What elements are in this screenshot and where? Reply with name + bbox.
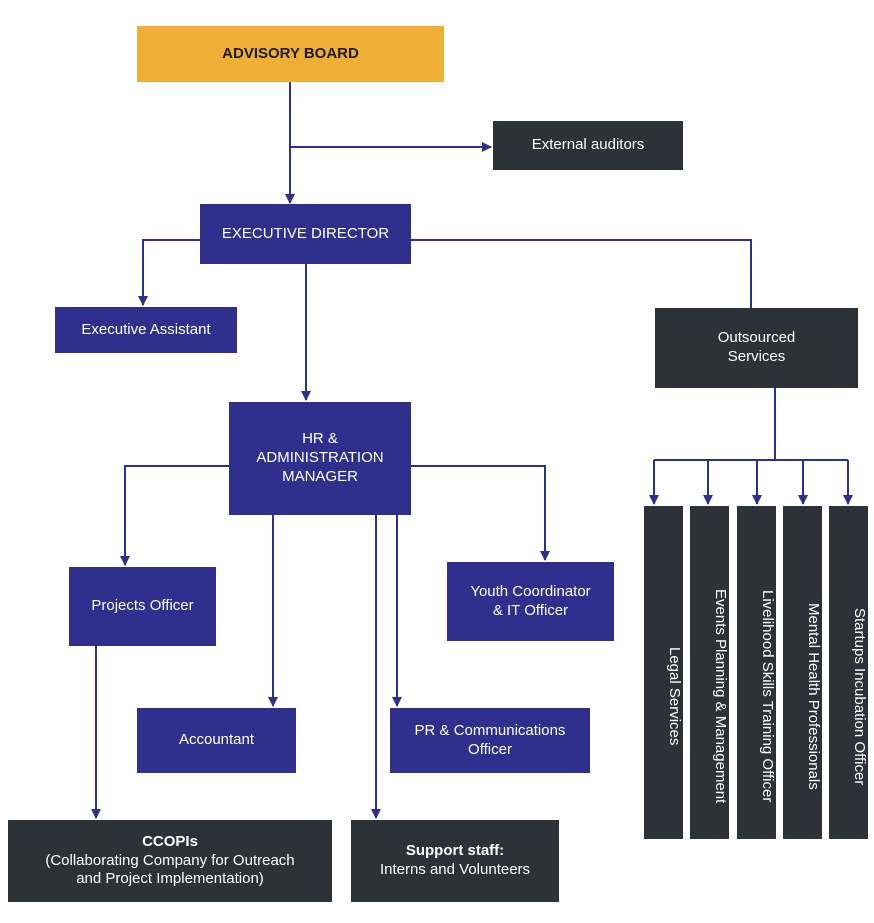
external-auditors-label: External auditors bbox=[531, 136, 645, 154]
outsourced-column-label: Startups Incubation Officer bbox=[851, 607, 868, 786]
connector-director-to-assistant bbox=[138, 239, 200, 306]
ccopis-title: CCOPIs bbox=[142, 832, 198, 850]
executive-assistant-box: Executive Assistant bbox=[55, 307, 237, 353]
ccopis-box: CCOPIs (Collaborating Company for Outrea… bbox=[8, 820, 332, 902]
hr-admin-manager-box: HR & ADMINISTRATION MANAGER bbox=[229, 402, 411, 515]
accountant-box: Accountant bbox=[137, 708, 296, 773]
support-staff-box: Support staff: Interns and Volunteers bbox=[351, 820, 559, 902]
pr-officer-box: PR & Communications Officer bbox=[390, 708, 590, 773]
outsourced-column-livelihood: Livelihood Skills Training Officer bbox=[737, 506, 776, 839]
executive-director-box: EXECUTIVE DIRECTOR bbox=[200, 204, 411, 264]
outsourced-column-startups: Startups Incubation Officer bbox=[829, 506, 868, 839]
executive-assistant-label: Executive Assistant bbox=[81, 320, 211, 338]
hr-admin-manager-line-1: HR & bbox=[302, 430, 338, 448]
executive-director-label: EXECUTIVE DIRECTOR bbox=[221, 224, 390, 242]
projects-officer-box: Projects Officer bbox=[69, 567, 216, 646]
accountant-label: Accountant bbox=[178, 731, 255, 749]
pr-officer-line-1: PR & Communications bbox=[414, 721, 566, 739]
youth-coordinator-line-2: & IT Officer bbox=[492, 601, 569, 619]
projects-officer-label: Projects Officer bbox=[91, 597, 194, 615]
outsourced-services-box: Outsourced Services bbox=[655, 308, 858, 388]
outsourced-column-label: Mental Health Professionals bbox=[805, 603, 822, 790]
outsourced-column-label: Legal Services bbox=[666, 647, 683, 746]
support-staff-title: Support staff: bbox=[405, 842, 505, 860]
youth-coordinator-box: Youth Coordinator & IT Officer bbox=[447, 562, 614, 641]
advisory-board-box: ADVISORY BOARD bbox=[137, 26, 444, 82]
ccopis-line-1: (Collaborating Company for Outreach bbox=[45, 851, 295, 869]
outsourced-column-legal: Legal Services bbox=[644, 506, 683, 839]
hr-admin-manager-line-3: MANAGER bbox=[282, 467, 358, 485]
connector-hr-to-projects bbox=[120, 465, 229, 566]
outsourced-column-mental-health: Mental Health Professionals bbox=[783, 506, 822, 839]
outsourced-column-events: Events Planning & Management bbox=[690, 506, 729, 839]
outsourced-column-label: Events Planning & Management bbox=[712, 589, 729, 804]
hr-admin-manager-line-2: ADMINISTRATION bbox=[256, 449, 384, 467]
connector-hr-to-youth bbox=[411, 465, 550, 561]
outsourced-services-line-2: Services bbox=[727, 348, 786, 365]
support-staff-line-1: Interns and Volunteers bbox=[379, 861, 531, 878]
pr-officer-line-2: Officer bbox=[468, 740, 512, 758]
outsourced-services-line-1: Outsourced bbox=[717, 329, 796, 347]
ccopis-line-2: and Project Implementation) bbox=[76, 870, 264, 888]
external-auditors-box: External auditors bbox=[493, 121, 683, 170]
connector-director-to-outsourced bbox=[411, 239, 752, 308]
advisory-board-label: ADVISORY BOARD bbox=[222, 44, 359, 62]
outsourced-column-label: Livelihood Skills Training Officer bbox=[759, 590, 776, 803]
youth-coordinator-line-1: Youth Coordinator bbox=[470, 582, 591, 600]
